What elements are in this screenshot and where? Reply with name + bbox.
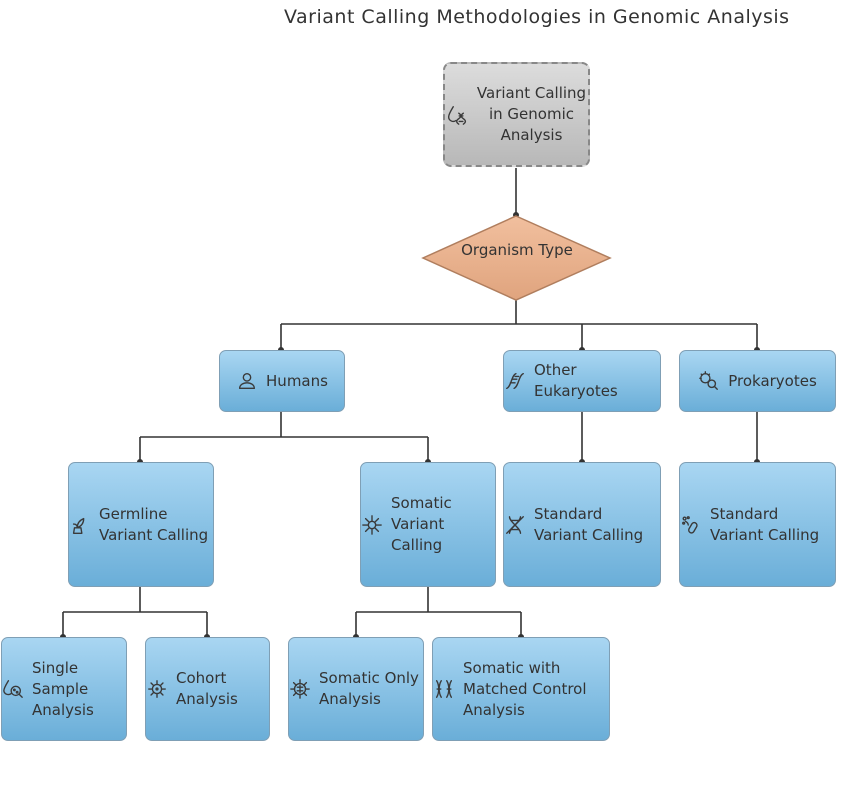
chromosome-icon [433, 678, 455, 700]
node-prokaryote-standard-variant-calling: Standard Variant Calling [679, 462, 836, 587]
bacteria-search-icon [698, 370, 720, 392]
sprout-icon [69, 514, 91, 536]
decision-diamond [421, 215, 612, 301]
cell-icon [361, 514, 383, 536]
node-somatic-only-analysis: Somatic Only Analysis [288, 637, 424, 741]
node-humans: Humans [219, 350, 345, 412]
node-prokaryotes: Prokaryotes [679, 350, 836, 412]
dna-icon [504, 370, 526, 392]
node-single-sample-analysis: Single Sample Analysis [1, 637, 127, 741]
edge-decision-level1 [280, 300, 758, 350]
node-cohort-analysis: Cohort Analysis [145, 637, 270, 741]
node-eukaryote-standard-variant-calling: Standard Variant Calling [503, 462, 661, 587]
person-icon [236, 370, 258, 392]
node-germline-variant-calling: Germline Variant Calling [68, 462, 214, 587]
node-somatic-variant-calling: Somatic Variant Calling [360, 462, 496, 587]
edge-somatic-level3 [355, 587, 522, 637]
node-somatic-matched-control-analysis: Somatic with Matched Control Analysis [432, 637, 610, 741]
virus-icon [146, 678, 168, 700]
edge-humans-level2 [139, 412, 429, 462]
edge-germline-level3 [62, 587, 208, 637]
diagram-title: Variant Calling Methodologies in Genomic… [284, 6, 790, 28]
root-node: Variant Calling in Genomic Analysis [443, 62, 590, 167]
dna-drop-icon [445, 104, 467, 126]
virus-cell-icon [289, 678, 311, 700]
bacteria-icon [680, 514, 702, 536]
dna-crossed-icon [504, 514, 526, 536]
decision-organism-type: Organism Type [461, 241, 573, 259]
node-other-eukaryotes: Other Eukaryotes [503, 350, 661, 412]
sample-search-icon [2, 678, 24, 700]
